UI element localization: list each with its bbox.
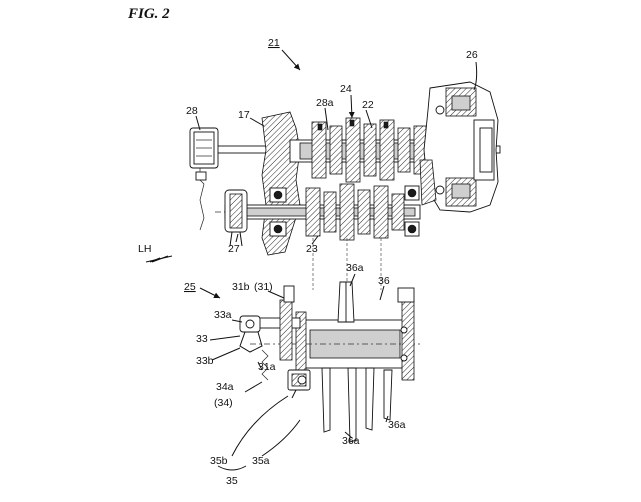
label-17: 17 <box>238 109 250 121</box>
label-31b: 31b <box>232 281 250 293</box>
bearings <box>269 185 420 237</box>
sensor-35 <box>287 369 311 399</box>
reference-labels: 21 26 24 28a 22 28 17 27 23 LH 25 31b (3… <box>138 37 478 487</box>
figure-title: FIG. 2 <box>128 6 170 22</box>
label-35b: 35b <box>210 455 228 467</box>
label-36: 36 <box>378 275 390 287</box>
actuator-28 <box>189 127 219 231</box>
selector-cap <box>283 285 295 303</box>
label-27: 27 <box>228 243 240 255</box>
shift-assembly-25 <box>239 281 420 443</box>
label-35: 35 <box>226 475 238 487</box>
shift-forks-36a-upper <box>337 281 355 323</box>
label-26: 26 <box>466 49 478 61</box>
leader-lines <box>145 49 478 471</box>
label-25: 25 <box>184 281 196 293</box>
label-36a-top: 36a <box>346 262 364 274</box>
pin-c <box>400 354 408 362</box>
return-spring-34a <box>261 349 269 381</box>
label-22: 22 <box>362 99 374 111</box>
shift-lever-33 <box>239 315 263 353</box>
label-31a: 31a <box>258 361 276 373</box>
label-35a: 35a <box>252 455 270 467</box>
drum-right-cap <box>397 287 415 303</box>
selector-boss-31b <box>279 299 293 361</box>
label-lh: LH <box>138 243 151 255</box>
label-33: 33 <box>196 333 208 345</box>
label-36a-right: 36a <box>388 419 406 431</box>
pin-a <box>297 375 307 385</box>
label-33a: 33a <box>214 309 232 321</box>
label-28a: 28a <box>316 97 334 109</box>
shift-forks-36a-lower <box>321 367 393 443</box>
transmission-assembly-21 <box>189 81 501 290</box>
output-end-27 <box>224 189 248 247</box>
label-31b-paren: (31) <box>254 281 273 293</box>
label-24: 24 <box>340 83 352 95</box>
counter-gears-23 <box>305 183 405 241</box>
label-28: 28 <box>186 105 198 117</box>
label-34a: 34a <box>216 381 234 393</box>
label-36a-bottom: 36a <box>342 435 360 447</box>
label-21: 21 <box>268 37 280 49</box>
label-23: 23 <box>306 243 318 255</box>
selector-shaft-31 <box>257 317 301 329</box>
drum-right-plate <box>401 299 415 381</box>
label-33b: 33b <box>196 355 214 367</box>
label-34-paren: (34) <box>214 397 233 409</box>
clutch-26 <box>419 81 499 213</box>
main-gears-24 <box>311 117 427 183</box>
pin-b <box>400 326 408 334</box>
